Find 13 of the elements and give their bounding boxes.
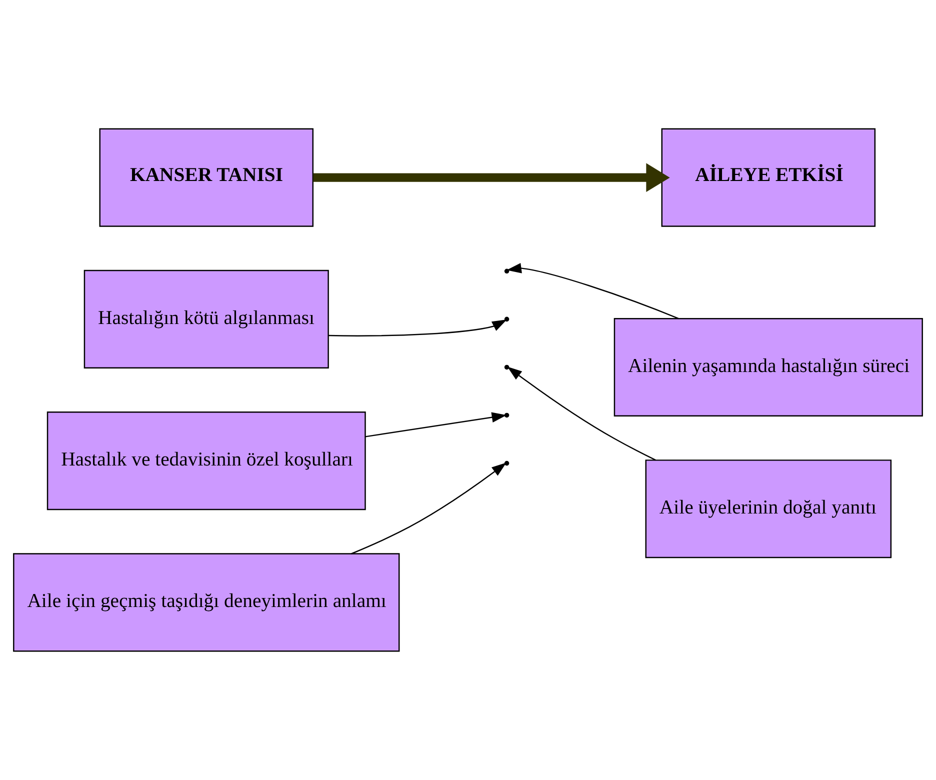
arrow [351, 462, 506, 554]
node-box: Hastalığın kötü algılanması [84, 270, 329, 368]
node-box: AİLEYE ETKİSİ [661, 128, 876, 227]
arrow [365, 412, 507, 438]
arrow [328, 319, 507, 336]
arrow [507, 366, 656, 461]
node-box: Aile için geçmiş taşıdığı deneyimlerin anlamı [13, 553, 400, 652]
arrow [506, 263, 679, 320]
node-box: KANSER TANISI [99, 128, 314, 227]
node-box: Ailenin yaşamında hastalığın süreci [614, 318, 923, 416]
node-box: Hastalık ve tedavisinin özel koşulları [46, 412, 366, 510]
arrow [313, 163, 670, 192]
node-box: Aile üyelerinin doğal yanıtı [645, 460, 892, 558]
